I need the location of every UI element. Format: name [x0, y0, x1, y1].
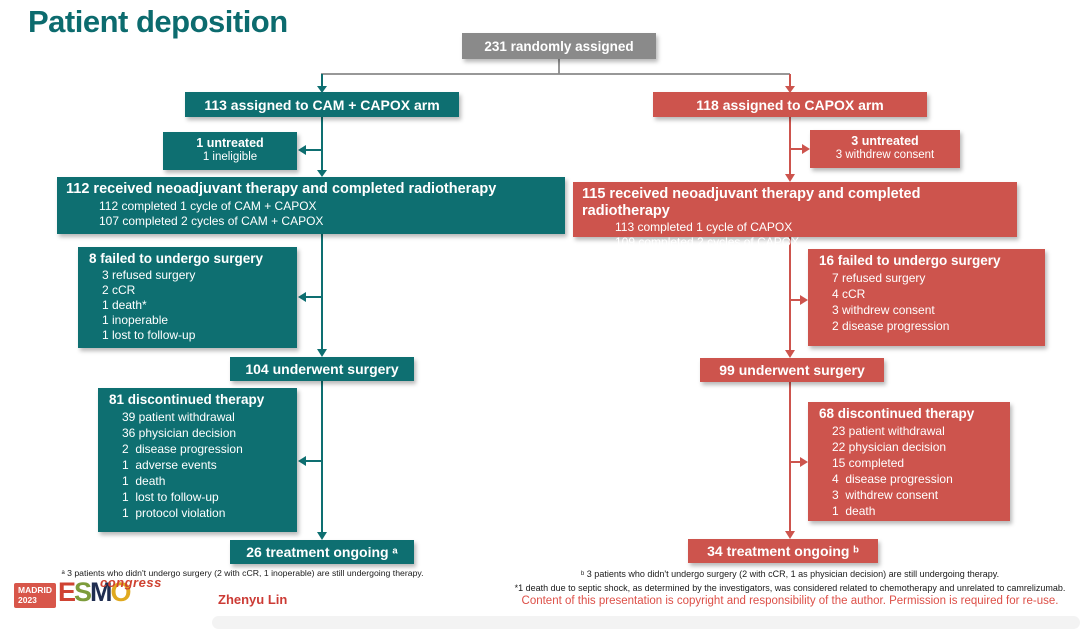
box-title: 115 received neoadjuvant therapy and com… — [582, 186, 921, 219]
box-details: 3 withdrew consent — [810, 148, 960, 166]
flow-box-right-discontinued: 68 discontinued therapy 23 patient withd… — [808, 402, 1010, 521]
flow-box-right-ongoing-label: 34 treatment ongoing ᵇ — [707, 543, 859, 559]
box-title: 112 received neoadjuvant therapy and com… — [66, 181, 497, 197]
flow-box-left-ongoing-label: 26 treatment ongoing ᵃ — [246, 544, 398, 560]
flow-box-right-neoadjuvant: 115 received neoadjuvant therapy and com… — [573, 182, 1017, 249]
flow-box-right-assigned: 118 assigned to CAPOX arm — [653, 92, 927, 117]
logo-congress-label: congress — [100, 575, 162, 590]
detail-line: 2 disease progression — [832, 318, 950, 333]
detail-line: 2 disease progression — [122, 441, 243, 456]
flow-box-right-surgery-label: 99 underwent surgery — [719, 362, 865, 378]
detail-line: 7 refused surgery — [832, 270, 926, 285]
detail-line: 1 death* — [102, 297, 147, 312]
box-title: 16 failed to undergo surgery — [819, 253, 1001, 268]
detail-line: ᵇ 3 patients who didn't undergo surgery … — [580, 569, 1000, 579]
flow-box-left-neoadjuvant: 112 received neoadjuvant therapy and com… — [57, 177, 565, 234]
detail-line: 109 completed 2 cycles of CAPOX — [615, 235, 800, 250]
detail-line: 4 cCR — [832, 286, 866, 301]
detail-line: 107 completed 2 cycles of CAM + CAPOX — [99, 213, 324, 228]
flow-box-left-assigned: 113 assigned to CAM + CAPOX arm — [185, 92, 459, 117]
detail-line: 1 ineligible — [202, 151, 258, 164]
detail-line: 3 withdrew consent — [835, 149, 935, 162]
detail-line: 3 withdrew consent — [832, 302, 935, 317]
detail-line: 2 cCR — [102, 282, 136, 297]
detail-line: 1 adverse events — [122, 457, 217, 472]
detail-line: 4 disease progression — [832, 471, 953, 486]
detail-line: 1 lost to follow-up — [122, 489, 219, 504]
detail-line: 36 physician decision — [122, 425, 237, 440]
flow-box-left-surgery-label: 104 underwent surgery — [245, 361, 399, 377]
page-title: Patient deposition — [28, 4, 288, 39]
flow-box-right-ongoing: 34 treatment ongoing ᵇ — [688, 539, 878, 563]
flow-box-right-surgery: 99 underwent surgery — [700, 358, 884, 382]
detail-line: 112 completed 1 cycle of CAM + CAPOX — [99, 198, 317, 213]
detail-line: 15 completed — [832, 455, 905, 470]
flow-box-right-untreated: 3 untreated 3 withdrew consent — [810, 130, 960, 168]
esmo-congress-logo: MADRID 2023 ESMO congress — [14, 575, 161, 608]
footnotes-right: ᵇ 3 patients who didn't undergo surgery … — [505, 567, 1075, 596]
detail-line: 1 protocol violation — [122, 505, 226, 520]
detail-line: 3 refused surgery — [102, 267, 196, 282]
flow-box-left-untreated: 1 untreated 1 ineligible — [163, 132, 297, 170]
box-title: 8 failed to undergo surgery — [89, 251, 264, 266]
detail-line: 1 death — [832, 503, 876, 518]
detail-line: *1 death due to septic shock, as determi… — [514, 583, 1066, 594]
flow-box-randomized: 231 randomly assigned — [462, 33, 656, 59]
box-title: 68 discontinued therapy — [819, 406, 975, 421]
flow-box-right-failed-surgery: 16 failed to undergo surgery 7 refused s… — [808, 249, 1045, 346]
flow-box-left-assigned-label: 113 assigned to CAM + CAPOX arm — [204, 96, 440, 113]
detail-line: 1 lost to follow-up — [102, 327, 196, 342]
author-name: Zhenyu Lin — [218, 592, 288, 607]
logo-venue-city: MADRID — [18, 585, 52, 595]
logo-venue-year: 2023 — [18, 594, 37, 605]
flow-box-left-ongoing: 26 treatment ongoing ᵃ — [230, 540, 414, 564]
copyright-notice: Content of this presentation is copyrigh… — [521, 595, 1059, 607]
flow-box-left-failed-surgery: 8 failed to undergo surgery 3 refused su… — [78, 247, 297, 348]
detail-line: 3 withdrew consent — [832, 487, 939, 502]
logo-letter: S — [74, 577, 92, 607]
detail-line: 1 death — [122, 473, 166, 488]
detail-line: 1 inoperable — [102, 312, 169, 327]
logo-letter: M — [90, 577, 112, 607]
detail-line: 39 patient withdrawal — [122, 409, 235, 424]
box-title: 1 untreated — [196, 136, 264, 150]
detail-line: 22 physician decision — [832, 439, 947, 454]
logo-letter: E — [58, 577, 76, 607]
bottom-scrollbar-track[interactable] — [212, 616, 1080, 629]
flow-box-randomized-label: 231 randomly assigned — [484, 38, 634, 54]
logo-venue-badge: MADRID 2023 — [14, 583, 56, 608]
box-title: 81 discontinued therapy — [109, 392, 265, 407]
footnote-left: ᵃ 3 patients who didn't undergo surgery … — [61, 568, 424, 578]
logo-wordmark: ESMO — [58, 577, 132, 607]
box-title: 3 untreated — [851, 134, 919, 148]
flow-box-right-assigned-label: 118 assigned to CAPOX arm — [696, 96, 884, 113]
logo-letter: O — [110, 577, 132, 607]
flow-box-left-discontinued: 81 discontinued therapy 39 patient withd… — [98, 388, 297, 532]
detail-line: 23 patient withdrawal — [832, 423, 945, 438]
box-details: 1 ineligible — [163, 150, 297, 168]
detail-line: 113 completed 1 cycle of CAPOX — [615, 220, 793, 235]
flow-box-left-surgery: 104 underwent surgery — [230, 357, 414, 381]
